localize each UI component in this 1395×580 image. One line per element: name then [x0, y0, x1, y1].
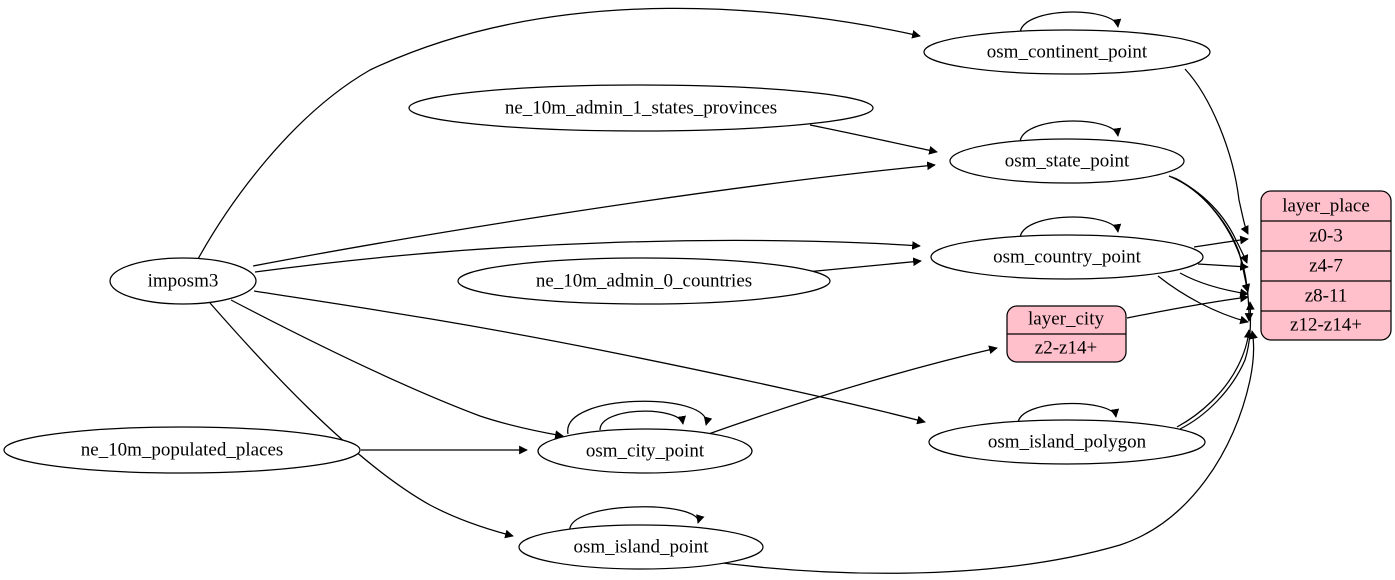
- node-label-osm-city-point: osm_city_point: [586, 440, 705, 461]
- record-row-layer-place-z4-7[interactable]: z4-7: [1309, 255, 1343, 276]
- edge-osm-city-point-to-layer-city-z2-z14: [699, 345, 998, 438]
- record-row-layer-place-header: layer_place: [1282, 195, 1370, 216]
- node-osm-country-point[interactable]: osm_country_point: [930, 234, 1204, 280]
- edge-osm-country-point-to-layer-place-z4-7: [1197, 262, 1249, 271]
- node-label-osm-state-point: osm_state_point: [1005, 150, 1130, 171]
- record-row-layer-city-header: layer_city: [1028, 308, 1104, 329]
- edge-osm-island-polygon-to-layer-place-z8-11: [1179, 301, 1255, 430]
- record-node-layer: layer_city z2-z14+ layer_place z0-3 z4-7…: [1006, 190, 1392, 363]
- edge-self-loop-osm-state-point: [1019, 120, 1122, 144]
- record-row-layer-city-z2-z14[interactable]: z2-z14+: [1035, 337, 1097, 358]
- node-ne-10m-admin-1-states-provinces[interactable]: ne_10m_admin_1_states_provinces: [408, 84, 874, 132]
- edge-imposm3-to-osm-state-point: [252, 161, 936, 267]
- edge-ne-states-to-osm-state-point: [809, 124, 938, 155]
- node-label-ne-10m-admin-1-states-provinces: ne_10m_admin_1_states_provinces: [505, 97, 777, 118]
- edge-imposm3-to-osm-island-polygon: [253, 290, 926, 425]
- node-imposm3[interactable]: imposm3: [109, 257, 257, 305]
- node-ne-10m-admin-0-countries[interactable]: ne_10m_admin_0_countries: [457, 257, 831, 305]
- node-layer: imposm3 ne_10m_admin_1_states_provinces …: [3, 29, 1211, 570]
- edge-osm-island-point-to-layer-place-z12-z14: [699, 330, 1258, 574]
- node-osm-island-point[interactable]: osm_island_point: [518, 524, 764, 570]
- edge-osm-continent-point-to-layer-place-z0-3: [1184, 68, 1249, 235]
- node-label-osm-country-point: osm_country_point: [993, 246, 1141, 267]
- node-label-ne-10m-admin-0-countries: ne_10m_admin_0_countries: [536, 270, 752, 291]
- node-label-osm-island-polygon: osm_island_polygon: [988, 431, 1147, 452]
- edge-imposm3-to-osm-country-point: [254, 239, 921, 273]
- record-node-layer-city[interactable]: layer_city z2-z14+: [1006, 305, 1127, 363]
- edge-imposm3-to-osm-continent-point: [197, 7, 921, 260]
- edge-imposm3-to-osm-city-point: [230, 299, 564, 439]
- edge-self-loop-inner-osm-city-point: [599, 410, 686, 431]
- edge-self-loop-osm-island-polygon: [1017, 403, 1120, 425]
- node-label-osm-island-point: osm_island_point: [573, 536, 709, 557]
- node-osm-continent-point[interactable]: osm_continent_point: [923, 29, 1211, 75]
- edge-osm-country-point-to-layer-place-z0-3: [1193, 235, 1249, 248]
- edge-self-loop-osm-country-point: [1019, 216, 1122, 240]
- edge-layer-city-to-layer-place-z8-11: [1126, 293, 1249, 319]
- node-osm-state-point[interactable]: osm_state_point: [949, 138, 1185, 184]
- edge-osm-country-point-to-layer-place-z8-11: [1179, 272, 1249, 298]
- node-osm-island-polygon[interactable]: osm_island_polygon: [928, 419, 1206, 465]
- edge-self-loop-osm-island-point: [569, 506, 705, 534]
- edge-imposm3-to-osm-island-point: [209, 302, 514, 539]
- node-label-imposm3: imposm3: [148, 270, 219, 291]
- edge-osm-country-point-to-layer-place-z12-z14: [1157, 275, 1249, 325]
- edge-layer: [197, 7, 1258, 574]
- node-ne-10m-populated-places[interactable]: ne_10m_populated_places: [3, 426, 361, 474]
- edge-osm-island-polygon-to-layer-place-z12-z14: [1176, 329, 1253, 428]
- record-node-layer-place[interactable]: layer_place z0-3 z4-7 z8-11 z12-z14+: [1260, 190, 1392, 341]
- record-row-layer-place-z0-3[interactable]: z0-3: [1309, 225, 1343, 246]
- edge-ne-countries-to-osm-country-point: [805, 257, 922, 273]
- edge-self-loop-osm-continent-point: [1019, 11, 1122, 35]
- node-osm-city-point[interactable]: osm_city_point: [537, 428, 753, 474]
- record-row-layer-place-z8-11[interactable]: z8-11: [1305, 285, 1348, 306]
- edge-self-loop-outer-osm-city-point: [567, 400, 713, 435]
- node-label-ne-10m-populated-places: ne_10m_populated_places: [81, 439, 284, 460]
- node-label-osm-continent-point: osm_continent_point: [987, 41, 1148, 62]
- record-row-layer-place-z12-z14[interactable]: z12-z14+: [1290, 314, 1362, 335]
